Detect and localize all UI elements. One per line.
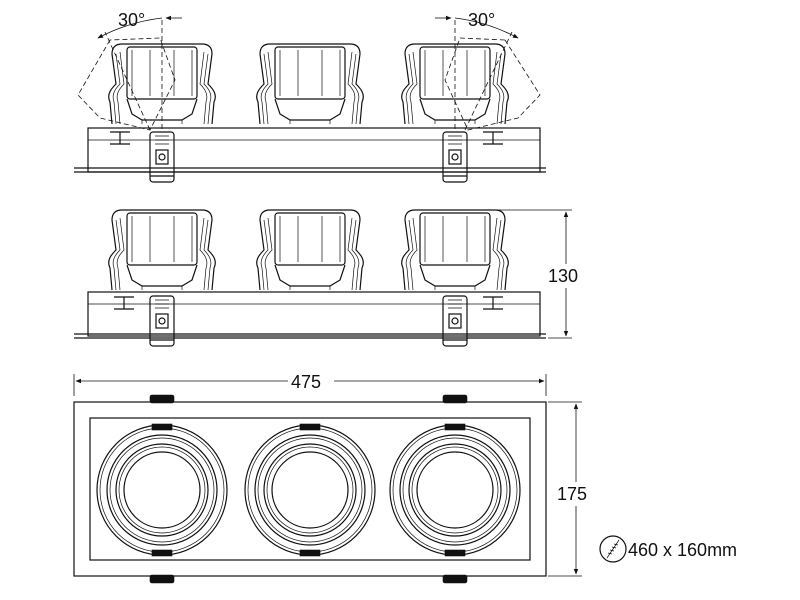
top-view: 475 175: [73, 370, 598, 584]
cutout-spec: 460 x 160mm: [599, 535, 737, 563]
front-housing: [87, 291, 541, 337]
height-label: 130: [548, 266, 578, 286]
tilt-angle-right: 30°: [468, 10, 495, 30]
side-view-tilted: 30° 30°: [74, 10, 546, 183]
lamp-ring-3: [389, 423, 521, 557]
front-view: 130: [74, 209, 588, 347]
tilt-angle-left: 30°: [118, 10, 145, 30]
cutout-size-label: 460 x 160mm: [628, 540, 737, 560]
length-label: 475: [291, 372, 321, 392]
lamp-ring-2: [244, 423, 376, 557]
cutout-saw-icon: [599, 535, 627, 563]
inner-frame: [89, 417, 531, 561]
outer-frame: [73, 401, 547, 577]
lamp-ring-1: [96, 423, 228, 557]
width-label: 175: [557, 484, 587, 504]
